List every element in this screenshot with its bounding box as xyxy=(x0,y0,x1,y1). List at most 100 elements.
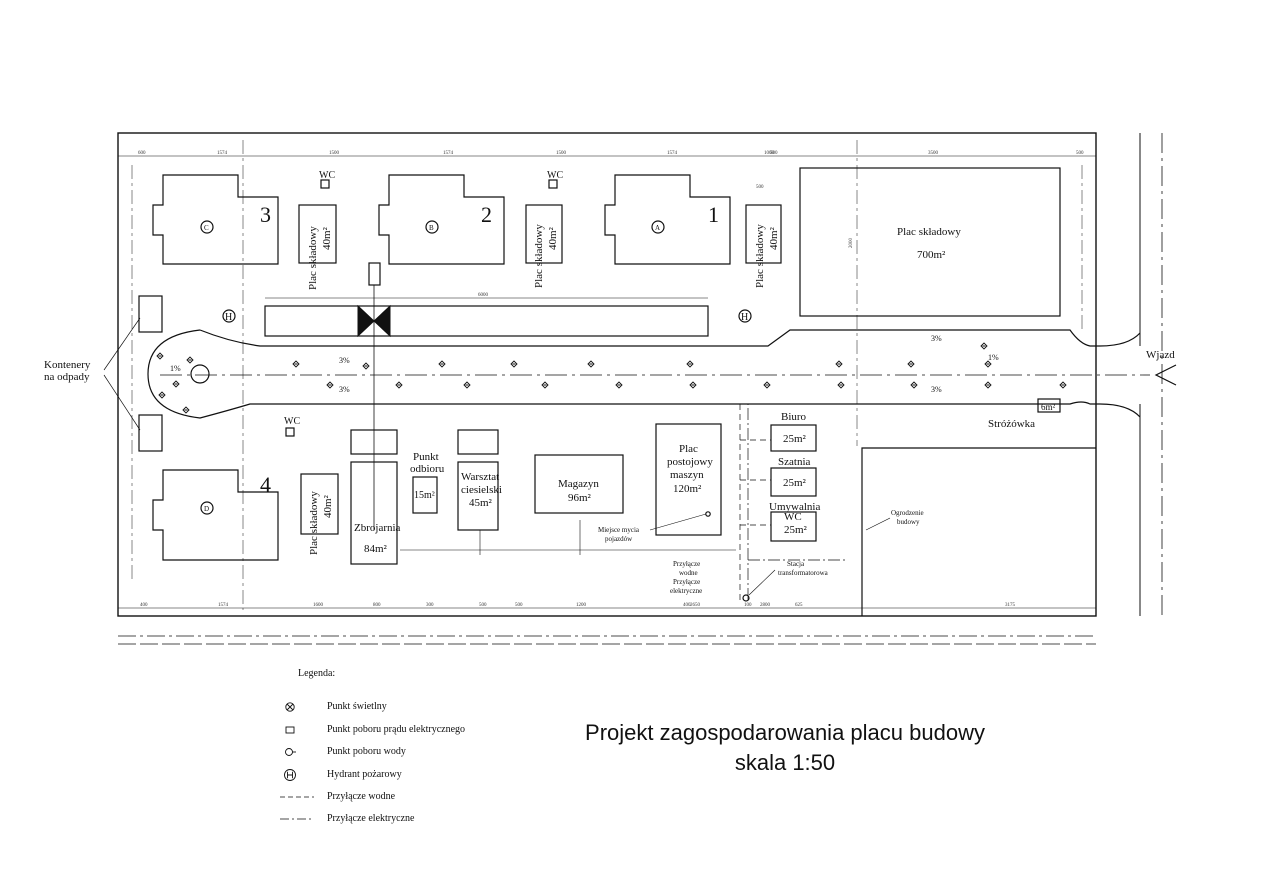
station-label-line2: transformatorowa xyxy=(778,569,829,577)
water-tap-icon xyxy=(285,748,296,756)
light-point xyxy=(395,381,403,389)
dimension-value: 800 xyxy=(373,603,381,608)
light-point xyxy=(689,381,697,389)
dimension-yard: 500 xyxy=(756,185,764,190)
light-point xyxy=(541,381,549,389)
storage-yard-4 xyxy=(300,473,339,535)
wc-box xyxy=(548,179,558,189)
light-point xyxy=(463,381,471,389)
roundabout-island xyxy=(190,364,210,384)
dimension-value: 3175 xyxy=(1005,603,1016,608)
slope-label: 1% xyxy=(988,353,999,362)
slope-label: 3% xyxy=(931,385,942,394)
storage-label: Plac składowy xyxy=(754,224,766,288)
dimension-value: 3500 xyxy=(928,151,939,156)
dimension-value: 1500 xyxy=(556,151,567,156)
light-point xyxy=(837,381,845,389)
light-points xyxy=(156,342,1067,414)
dimension-value: 100 xyxy=(744,603,752,608)
building-outline-b xyxy=(378,174,505,265)
electric-line xyxy=(747,403,856,600)
guard-house-area: 6m² xyxy=(1041,402,1056,412)
slope-label: 3% xyxy=(339,356,350,365)
legend-item-label: Przyłącze elektryczne xyxy=(327,813,415,824)
dimension-value: 300 xyxy=(426,603,434,608)
biuro-area: 25m² xyxy=(783,433,807,445)
wc-box xyxy=(285,427,295,437)
storage-area: 40m² xyxy=(768,226,780,250)
dimension-value: 500 xyxy=(770,151,778,156)
svg-text:H: H xyxy=(225,312,232,323)
punkt-odbioru-box xyxy=(412,476,438,514)
light-point xyxy=(156,352,164,360)
building-number-4: 4 xyxy=(260,472,271,497)
punkt-odbioru-line2: odbioru xyxy=(410,463,445,475)
plac-postojowy-line1: Plac xyxy=(679,443,698,455)
waste-container xyxy=(138,295,163,333)
legend-item-label: Punkt świetlny xyxy=(327,701,387,712)
dimension-value: 1000 xyxy=(764,151,775,156)
storage-yard-big xyxy=(799,167,1061,317)
legend-item: Przyłącze elektryczne xyxy=(280,812,540,826)
plac-postojowy-box xyxy=(655,423,722,536)
light-point xyxy=(438,360,446,368)
light-point xyxy=(907,360,915,368)
legend-item: Punkt poboru prądu elektrycznego xyxy=(280,723,540,737)
light-point xyxy=(910,381,918,389)
wc-box xyxy=(320,179,330,189)
dimension-value: 400 xyxy=(140,603,148,608)
warsztat-area: 45m² xyxy=(469,497,493,509)
building-marker-b xyxy=(425,220,439,234)
wash-leader xyxy=(649,513,707,531)
light-point xyxy=(326,381,334,389)
entrance-curve xyxy=(1099,332,1141,418)
fence-leader xyxy=(865,517,891,531)
hydrant-marker xyxy=(222,309,236,323)
magazyn-box xyxy=(534,454,624,514)
storage-yard-3 xyxy=(745,204,782,264)
zbrojarnia-area: 84m² xyxy=(364,543,388,555)
dimension-value: 2800 xyxy=(760,603,771,608)
szatnia-label: Szatnia xyxy=(778,456,810,468)
building-outline-d xyxy=(152,469,279,561)
hydrant-marker xyxy=(738,309,752,323)
punkt-odbioru-area: 15m² xyxy=(414,490,435,501)
access-road xyxy=(147,329,1100,419)
building-marker-d xyxy=(200,501,214,515)
light-point xyxy=(984,360,992,368)
light-point xyxy=(1059,381,1067,389)
zbrojarnia-box xyxy=(350,461,398,565)
dimension-crane: 6000 xyxy=(478,293,489,298)
crane-track xyxy=(264,305,709,337)
guard-house-box xyxy=(1037,398,1061,413)
light-point xyxy=(835,360,843,368)
building-number-1: 1 xyxy=(708,202,719,227)
scale-text: skala 1:50 xyxy=(734,750,836,775)
storage-label: Plac składowy xyxy=(533,224,545,288)
building-marker-c xyxy=(200,220,214,234)
umywalnia-sub: WC xyxy=(784,511,802,523)
big-storage-area: 700m² xyxy=(917,249,946,261)
legend-item: Hydrant pożarowy xyxy=(280,768,540,782)
light-point xyxy=(763,381,771,389)
storage-label: Plac składowy xyxy=(307,226,319,290)
slope-label: 3% xyxy=(931,334,942,343)
building-outline-c xyxy=(152,174,279,265)
light-point xyxy=(510,360,518,368)
warsztat-line2: ciesielski xyxy=(461,484,502,496)
containers-label-line2: na odpady xyxy=(44,371,90,383)
building-marker-a xyxy=(651,220,665,234)
hydrant-icon xyxy=(284,769,296,781)
light-point xyxy=(980,342,988,350)
water-line xyxy=(739,404,771,600)
building-letter-a: A xyxy=(655,224,660,232)
water-conn-line1: Przyłącze xyxy=(673,560,700,568)
page-title: Projekt zagospodarowania placu budowy sk… xyxy=(520,718,1050,778)
entrance-arrow xyxy=(1154,364,1177,386)
water-tap xyxy=(705,511,711,517)
site-boundary xyxy=(117,132,1097,617)
storage-label: Plac składowy xyxy=(308,491,320,555)
